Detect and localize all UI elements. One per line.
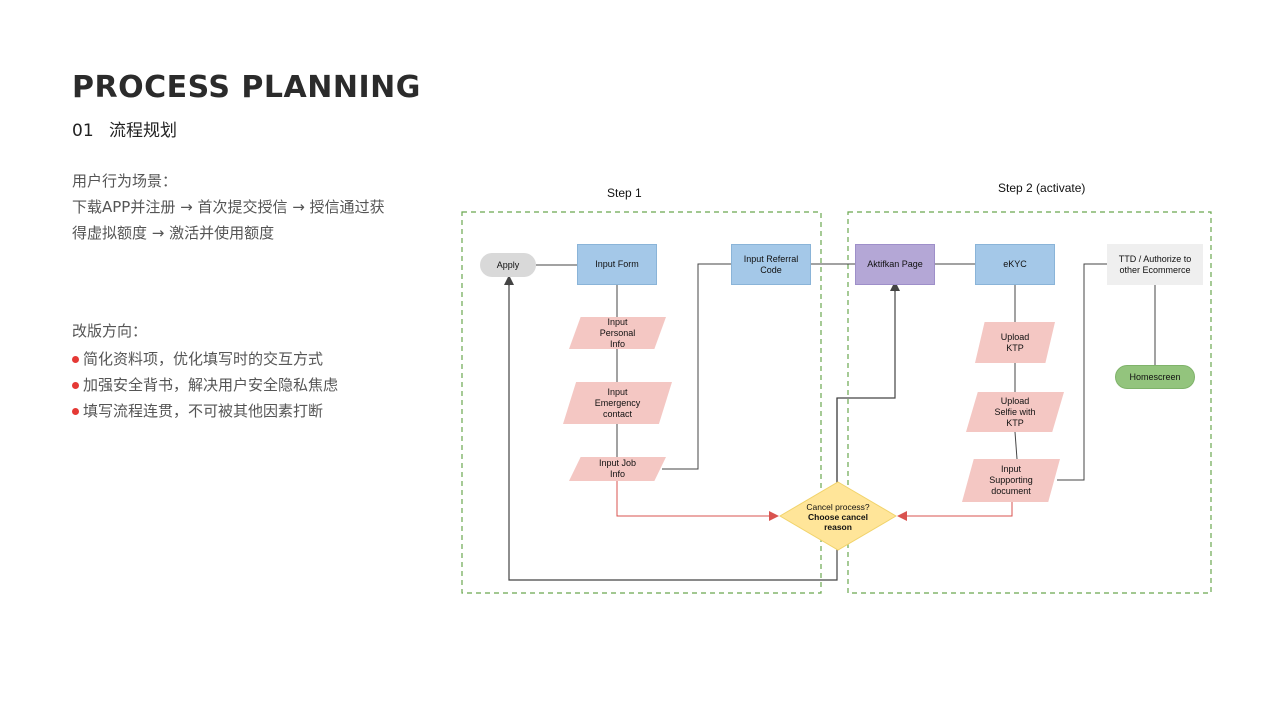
direction-item: 简化资料项，优化填写时的交互方式 (72, 346, 338, 372)
bullet-dot-icon (72, 356, 79, 363)
apply-node: Apply (480, 253, 536, 277)
flowchart-connectors (461, 211, 1212, 594)
input-referral-node: Input Referral Code (731, 244, 811, 285)
scenario-label: 用户行为场景： (72, 172, 178, 190)
homescreen-node: Homescreen (1115, 365, 1195, 389)
input-supporting-document-node: Input Supporting document (962, 459, 1060, 502)
section-number: 01 (72, 121, 94, 141)
bullet-dot-icon (72, 382, 79, 389)
page-title: PROCESS PLANNING (72, 70, 421, 105)
section-title: 流程规划 (109, 121, 178, 141)
upload-ktp-node: Upload KTP (975, 322, 1055, 363)
scenario-flow-line-1: 下载APP并注册 → 首次提交授信 → 授信通过获 (72, 198, 385, 216)
cancel-decision-shape (779, 481, 897, 551)
input-job-info-node: Input Job Info (569, 457, 666, 481)
input-emergency-contact-node: Input Emergency contact (563, 382, 672, 424)
direction-block: 改版方向： 简化资料项，优化填写时的交互方式 加强安全背书，解决用户安全隐私焦虑… (72, 318, 338, 424)
direction-list: 简化资料项，优化填写时的交互方式 加强安全背书，解决用户安全隐私焦虑 填写流程连… (72, 346, 338, 424)
ekyc-node: eKYC (975, 244, 1055, 285)
direction-label: 改版方向： (72, 322, 148, 340)
aktifkan-page-node: Aktifkan Page (855, 244, 935, 285)
step2-label: Step 2 (activate) (998, 181, 1086, 195)
input-form-node: Input Form (577, 244, 657, 285)
step1-label: Step 1 (607, 186, 642, 200)
step2-boundary (847, 211, 1212, 594)
bullet-dot-icon (72, 408, 79, 415)
step1-boundary (461, 211, 822, 594)
upload-selfie-node: Upload Selfie with KTP (966, 392, 1064, 432)
ttd-authorize-node: TTD / Authorize to other Ecommerce (1107, 244, 1203, 285)
flowchart: Step 1 Step 2 (activate) Apply Input For… (440, 170, 1240, 610)
direction-item: 加强安全背书，解决用户安全隐私焦虑 (72, 372, 338, 398)
input-personal-info-node: Input Personal Info (569, 317, 666, 349)
scenario-block: 用户行为场景： 下载APP并注册 → 首次提交授信 → 授信通过获 得虚拟额度 … (72, 168, 422, 246)
scenario-flow-line-2: 得虚拟额度 → 激活并使用额度 (72, 224, 275, 242)
direction-item: 填写流程连贯，不可被其他因素打断 (72, 398, 338, 424)
cancel-decision-node: Cancel process? Choose cancel reason (806, 502, 870, 532)
section-subtitle: 01 流程规划 (72, 116, 177, 141)
